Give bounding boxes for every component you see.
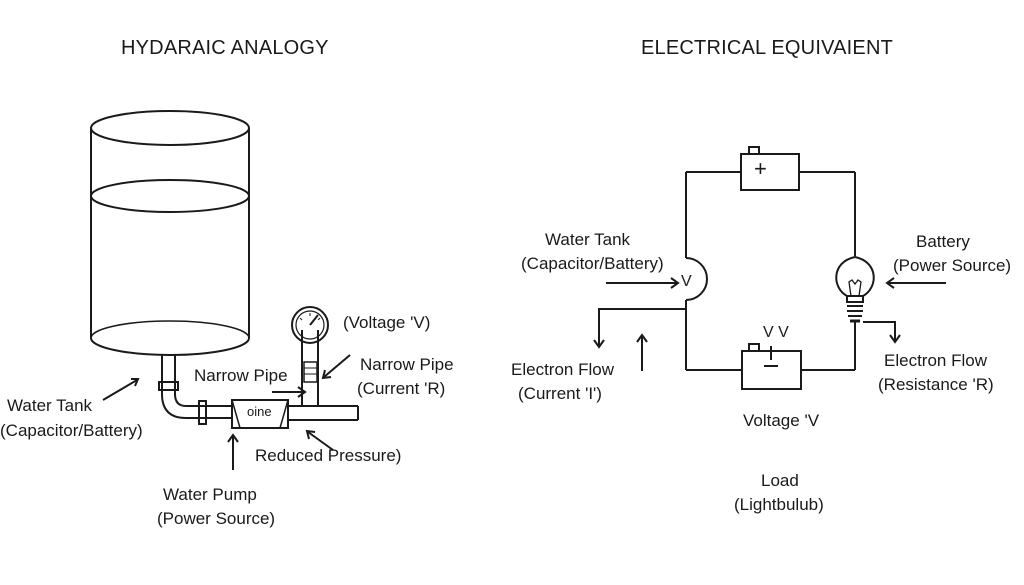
elec-voltage-label: Voltage 'V — [743, 411, 820, 430]
arrow-voltage-head — [321, 369, 332, 380]
lightbulb-icon — [835, 255, 875, 323]
hyd-water-tank-label: Water Tank — [7, 396, 93, 415]
elec-lightbulb-label: (Lightbulub) — [734, 495, 824, 514]
circuit-wire — [685, 171, 856, 371]
arrow-cap-head — [670, 277, 680, 289]
electrical-title: ELECTRICAL EQUIVAIENT — [641, 37, 894, 59]
battery-plus-symbol: + — [754, 156, 767, 181]
hyd-narrow-pipe-right-label: Narrow Pipe — [360, 355, 454, 374]
elec-electron-flow-left-label: Electron Flow — [511, 360, 614, 379]
water-tank — [90, 110, 250, 356]
capacitor-marker: V — [681, 273, 692, 290]
outlet-pipe — [158, 355, 232, 425]
capacitor-symbol — [685, 257, 708, 301]
arrow-electron-left — [598, 308, 686, 346]
arrow-narrow-pipe-head — [297, 386, 307, 398]
hyd-water-pump-label: Water Pump — [163, 485, 257, 504]
hydraulic-title: HYDARAIC ANALOGY — [121, 37, 329, 59]
arrow-pump-head — [227, 433, 239, 443]
restriction-box — [231, 399, 289, 429]
elec-electron-flow-right-label: Electron Flow — [884, 351, 987, 370]
arrow-electron-right-head — [889, 334, 901, 344]
hyd-power-source-label: (Power Source) — [157, 509, 276, 528]
elec-resistance-label: (Resistance 'R) — [878, 375, 994, 394]
arrow-electron-left-2-head — [636, 333, 648, 343]
elec-water-tank-label: Water Tank — [545, 230, 631, 249]
hyd-water-tank-sublabel: (Capacitor/Battery) — [0, 421, 143, 440]
arrow-voltage — [323, 354, 351, 378]
elec-capacitor-label: (Capacitor/Battery) — [521, 254, 664, 273]
hyd-narrow-pipe-left-label: Narrow Pipe — [194, 366, 288, 385]
pressure-gauge — [291, 306, 329, 344]
arrow-electron-right — [863, 321, 896, 341]
elec-current-label: (Current 'I') — [518, 384, 602, 403]
battery-symbol — [740, 146, 800, 191]
lower-source-symbol — [741, 343, 802, 390]
hyd-reduced-pressure-label: Reduced Pressure) — [255, 446, 402, 465]
arrow-tank — [102, 379, 138, 401]
arrow-electron-left-head — [593, 339, 605, 349]
arrow-battery-head — [885, 277, 895, 289]
lower-source-marker: V V — [763, 324, 789, 341]
hyd-current-label: (Current 'R) — [357, 379, 446, 398]
elec-load-label: Load — [761, 471, 799, 490]
elec-power-source-label: (Power Source) — [893, 256, 1012, 275]
arrow-pressure — [307, 431, 334, 451]
arrow-pressure-head — [305, 429, 316, 440]
arrow-tank-head — [131, 378, 140, 387]
hyd-voltage-label: (Voltage 'V) — [343, 313, 431, 332]
restriction-box-label: oine — [247, 404, 272, 419]
elec-battery-label: Battery — [916, 232, 970, 251]
